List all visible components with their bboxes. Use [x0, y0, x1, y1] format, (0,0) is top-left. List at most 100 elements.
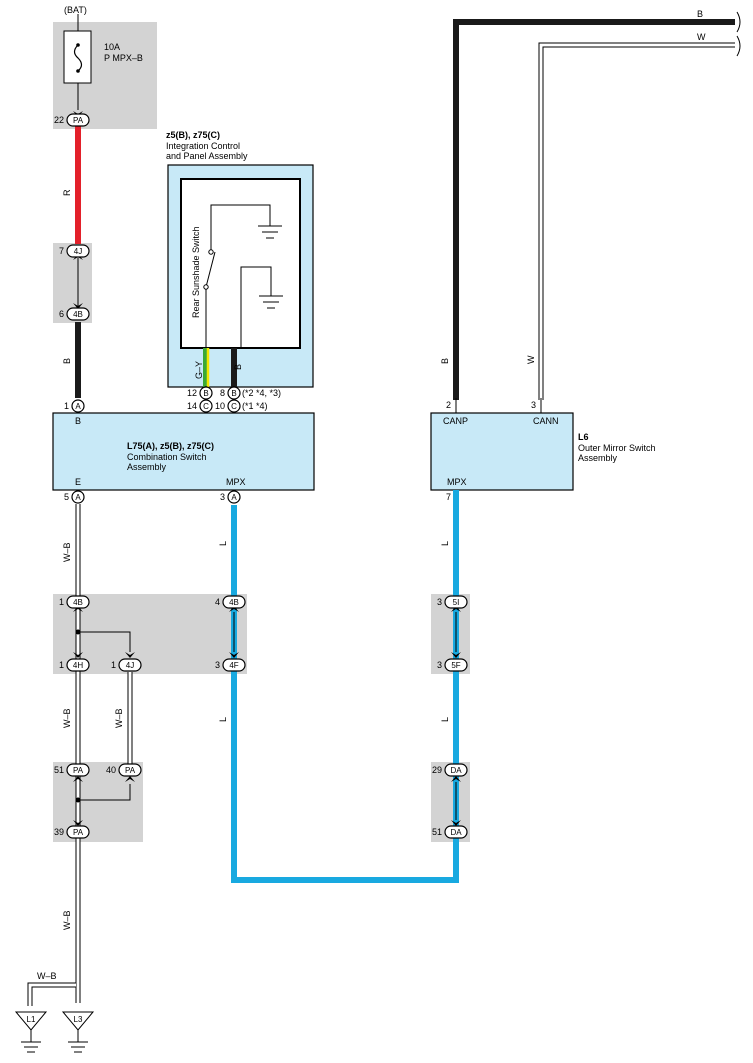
svg-text:R: R — [62, 189, 72, 196]
svg-text:10: 10 — [215, 401, 225, 411]
svg-text:6: 6 — [59, 309, 64, 319]
svg-text:12: 12 — [187, 388, 197, 398]
conn-4b-1: 4B — [66, 595, 90, 609]
svg-text:5F: 5F — [451, 661, 460, 670]
svg-text:C: C — [203, 402, 209, 411]
fuse-rating: 10A — [104, 42, 120, 52]
wire-b-top — [453, 19, 735, 400]
svg-text:51: 51 — [432, 827, 442, 837]
svg-text:DA: DA — [450, 828, 462, 837]
fuse-name: P MPX–B — [104, 53, 143, 63]
conn-4j-7: 4J — [66, 244, 90, 258]
svg-text:PA: PA — [73, 116, 84, 125]
svg-text:1: 1 — [59, 597, 64, 607]
conn-pa-22: PA — [66, 113, 90, 127]
svg-text:W–B: W–B — [62, 542, 72, 562]
conn-c-10: C — [227, 399, 241, 413]
combo-code: L75(A), z5(B), z75(C) — [127, 441, 214, 451]
svg-text:51: 51 — [54, 765, 64, 775]
switch-internals — [205, 204, 283, 348]
note-a: (*2 *4, *3) — [242, 388, 281, 398]
conn-5i-3: 5I — [444, 595, 468, 609]
arrow-markers — [73, 111, 461, 826]
wire-g-y — [203, 348, 210, 388]
svg-text:3: 3 — [437, 660, 442, 670]
icp-name2: and Panel Assembly — [166, 151, 248, 161]
svg-text:L: L — [440, 541, 450, 546]
connector-pins: PA 4J 4B A B C B C A A 4B 4B 5I 4H 4J 4F… — [66, 113, 468, 839]
l6-mpx-label: MPX — [447, 477, 467, 487]
svg-text:7: 7 — [59, 246, 64, 256]
svg-text:B: B — [231, 389, 236, 398]
fuse-10a-p-mpx-b — [63, 14, 92, 110]
svg-text:B: B — [203, 389, 208, 398]
svg-text:B: B — [233, 364, 243, 370]
svg-text:4J: 4J — [126, 661, 134, 670]
svg-text:B: B — [697, 9, 703, 19]
combo-name1: Combination Switch — [127, 452, 207, 462]
conn-4j-1: 4J — [118, 658, 142, 672]
ground-l1 — [14, 1011, 48, 1053]
wire-w-b-ground-l1 — [27, 982, 76, 1006]
svg-text:L: L — [440, 717, 450, 722]
svg-text:A: A — [231, 493, 237, 502]
svg-text:29: 29 — [432, 765, 442, 775]
svg-text:40: 40 — [106, 765, 116, 775]
svg-text:W–B: W–B — [62, 910, 72, 930]
conn-a-5: A — [71, 490, 85, 504]
note-b: (*1 *4) — [242, 401, 268, 411]
conn-c-14: C — [199, 399, 213, 413]
conn-5f-3: 5F — [444, 658, 468, 672]
ground-l3 — [61, 1011, 95, 1053]
combination-switch-assembly — [52, 412, 315, 491]
combo-pin-b-label: B — [75, 416, 81, 426]
outer-mirror-switch-assembly — [430, 412, 574, 491]
svg-text:PA: PA — [73, 766, 84, 775]
rear-sunshade-label: Rear Sunshade Switch — [191, 226, 201, 318]
wire-w-top — [538, 42, 735, 400]
icp-name1: Integration Control — [166, 141, 240, 151]
conn-a-1: A — [71, 399, 85, 413]
l6-name2: Assembly — [578, 453, 618, 463]
l6-name1: Outer Mirror Switch — [578, 443, 656, 453]
l6-code: L6 — [578, 432, 589, 442]
svg-text:A: A — [75, 402, 81, 411]
svg-text:L: L — [218, 717, 228, 722]
conn-a-3: A — [227, 490, 241, 504]
svg-text:7: 7 — [446, 492, 451, 502]
svg-text:W: W — [697, 32, 706, 42]
svg-text:8: 8 — [220, 388, 225, 398]
break-mark-b — [736, 11, 741, 33]
conn-b-12: B — [199, 386, 213, 400]
svg-text:5: 5 — [64, 492, 69, 502]
svg-text:3: 3 — [531, 400, 536, 410]
svg-text:A: A — [75, 493, 81, 502]
svg-text:3: 3 — [215, 660, 220, 670]
break-mark-w — [736, 35, 741, 57]
conn-da-29: DA — [444, 763, 468, 777]
svg-text:4B: 4B — [229, 598, 239, 607]
svg-text:4B: 4B — [73, 310, 83, 319]
svg-text:B: B — [62, 358, 72, 364]
junction-links — [78, 631, 131, 801]
conn-4b-4: 4B — [222, 595, 246, 609]
pin-numbers: 22 7 6 1 12 14 8 10 5 3 2 3 7 1 4 3 1 1 … — [54, 115, 536, 837]
svg-text:2: 2 — [446, 400, 451, 410]
svg-text:4B: 4B — [73, 598, 83, 607]
svg-text:4: 4 — [215, 597, 220, 607]
svg-text:1: 1 — [111, 660, 116, 670]
svg-text:G–Y: G–Y — [194, 361, 204, 379]
l6-canp-label: CANP — [443, 416, 468, 426]
svg-text:39: 39 — [54, 827, 64, 837]
conn-b-8: B — [227, 386, 241, 400]
svg-text:W–B: W–B — [114, 708, 124, 728]
svg-text:W: W — [526, 355, 536, 364]
combo-pin-e-label: E — [75, 477, 81, 487]
wire-l-combo-loop — [231, 490, 459, 883]
ground-l1-label: L1 — [27, 1015, 36, 1024]
conn-4h-1: 4H — [66, 658, 90, 672]
conn-pa-39: PA — [66, 825, 90, 839]
svg-text:L: L — [218, 541, 228, 546]
conn-da-51: DA — [444, 825, 468, 839]
